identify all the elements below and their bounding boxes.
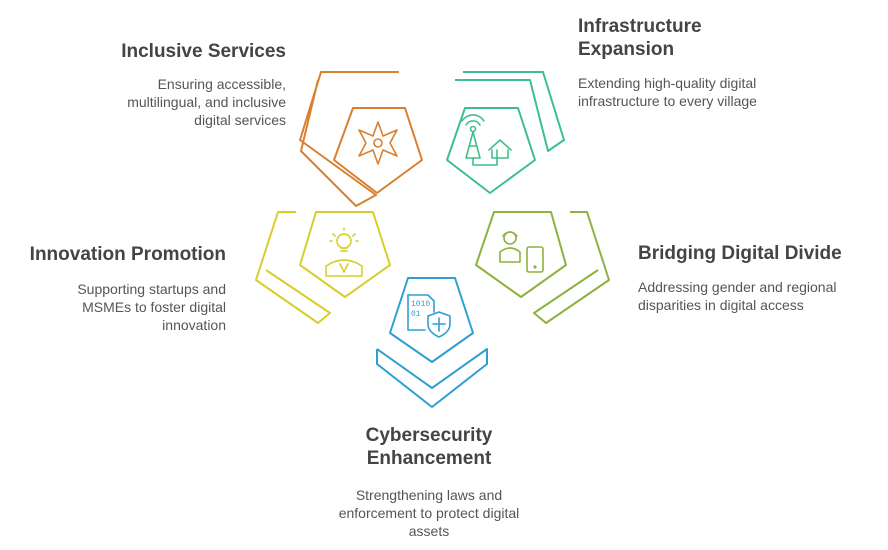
bridging-divide-pentagon xyxy=(475,211,567,298)
inclusive-services-segment xyxy=(299,71,423,207)
infrastructure-desc: Extending high-quality digital infrastru… xyxy=(578,75,757,109)
cybersecurity-outer-band xyxy=(376,348,488,408)
svg-text:01: 01 xyxy=(411,310,421,319)
person-tablet-icon xyxy=(499,231,544,273)
svg-text:1010: 1010 xyxy=(411,300,430,309)
cybersecurity-segment xyxy=(376,277,488,408)
inclusive-services-outer-band xyxy=(299,71,399,207)
bridging-divide-title: Bridging Digital Divide xyxy=(638,243,842,264)
bridging-divide-desc: Addressing gender and regional dispariti… xyxy=(638,279,837,313)
innovation-desc: Supporting startups and MSMEs to foster … xyxy=(77,281,226,333)
innovation-title: Innovation Promotion xyxy=(29,244,226,265)
cybersecurity-desc: Strengthening laws and enforcement to pr… xyxy=(338,487,520,539)
bridging-divide-outer-band xyxy=(533,211,610,324)
cybersecurity-pentagon xyxy=(389,277,474,363)
cybersecurity-title: Cybersecurity Enhancement xyxy=(365,425,493,469)
tower-house-icon xyxy=(461,114,512,166)
lightbulb-person-icon xyxy=(325,227,363,277)
inclusive-services-title: Inclusive Services xyxy=(121,41,286,62)
infrastructure-segment xyxy=(446,71,565,194)
infrastructure-title: Infrastructure Expansion xyxy=(578,16,702,60)
innovation-segment xyxy=(255,211,391,324)
infrastructure-pentagon xyxy=(446,107,536,194)
compass-star-icon xyxy=(358,121,398,165)
innovation-pentagon xyxy=(299,211,391,298)
inclusive-services-pentagon xyxy=(333,107,423,194)
innovation-outer-band xyxy=(255,211,331,324)
inclusive-services-desc: Ensuring accessible, multilingual, and i… xyxy=(127,76,286,128)
infrastructure-outer-band xyxy=(455,71,565,152)
bridging-divide-segment xyxy=(475,211,610,324)
shield-file-icon: 1010 01 xyxy=(407,294,451,338)
